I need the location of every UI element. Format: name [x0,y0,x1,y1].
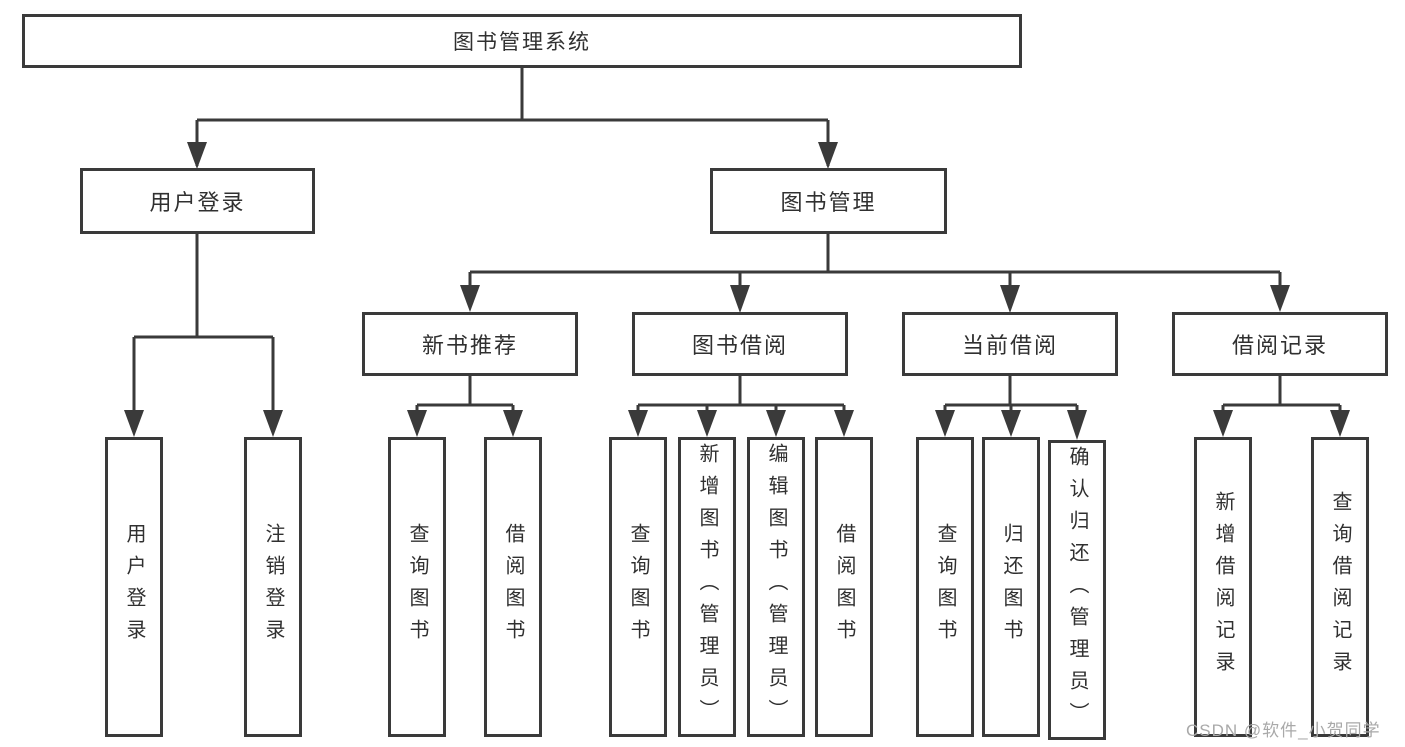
node-book-borrow: 图书借阅 [632,312,848,376]
leaf-label: 编辑图书（管理员） [765,443,787,731]
leaf-label: 注销登录 [262,523,284,651]
leaf-borrow-add-books-admin: 新增图书（管理员） [678,437,736,737]
leaf-recommend-query-books: 查询图书 [388,437,446,737]
node-label: 图书借阅 [691,333,788,358]
node-borrow-records: 借阅记录 [1172,312,1388,376]
leaf-label: 新增图书（管理员） [696,443,718,731]
connector-current-leaves [943,376,1079,433]
node-label: 借阅记录 [1231,333,1328,358]
leaf-borrow-borrow-books: 借阅图书 [815,437,873,737]
node-book-management: 图书管理 [710,168,947,234]
node-current-borrow: 当前借阅 [902,312,1118,376]
leaf-label: 查询借阅记录 [1329,491,1351,683]
connector-userlogin-leaves [132,234,275,433]
connector-recommend-leaves [415,376,515,433]
leaf-borrow-edit-books-admin: 编辑图书（管理员） [747,437,805,737]
leaf-label: 归还图书 [1000,523,1022,651]
leaf-records-add-record: 新增借阅记录 [1194,437,1252,737]
leaf-label: 新增借阅记录 [1212,491,1234,683]
leaf-current-return-books: 归还图书 [982,437,1040,737]
leaf-current-confirm-return-admin: 确认归还（管理员） [1048,440,1106,740]
node-label: 图书管理 [780,190,877,215]
node-label: 用户登录 [149,190,246,215]
connector-bookmgmt-level3 [468,234,1282,308]
connector-records-leaves [1221,376,1342,433]
leaf-label: 查询图书 [627,523,649,651]
leaf-label: 确认归还（管理员） [1066,446,1088,734]
leaf-borrow-query-books: 查询图书 [609,437,667,737]
node-user-login: 用户登录 [80,168,315,234]
leaf-label: 查询图书 [406,523,428,651]
leaf-label: 查询图书 [934,523,956,651]
leaf-label: 借阅图书 [502,523,524,651]
node-label: 新书推荐 [421,333,518,358]
connector-root-level2 [195,68,830,166]
leaf-user-login: 用户登录 [105,437,163,737]
node-library-management-system: 图书管理系统 [22,14,1022,68]
leaf-label: 借阅图书 [833,523,855,651]
node-new-book-recommend: 新书推荐 [362,312,578,376]
leaf-current-query-books: 查询图书 [916,437,974,737]
node-label: 当前借阅 [961,333,1058,358]
node-label: 图书管理系统 [453,31,591,54]
connector-borrow-leaves [636,376,846,433]
leaf-logout: 注销登录 [244,437,302,737]
watermark: CSDN @软件_小贺同学 [1186,721,1381,740]
leaf-recommend-borrow-books: 借阅图书 [484,437,542,737]
leaf-records-query-record: 查询借阅记录 [1311,437,1369,737]
leaf-label: 用户登录 [123,523,145,651]
